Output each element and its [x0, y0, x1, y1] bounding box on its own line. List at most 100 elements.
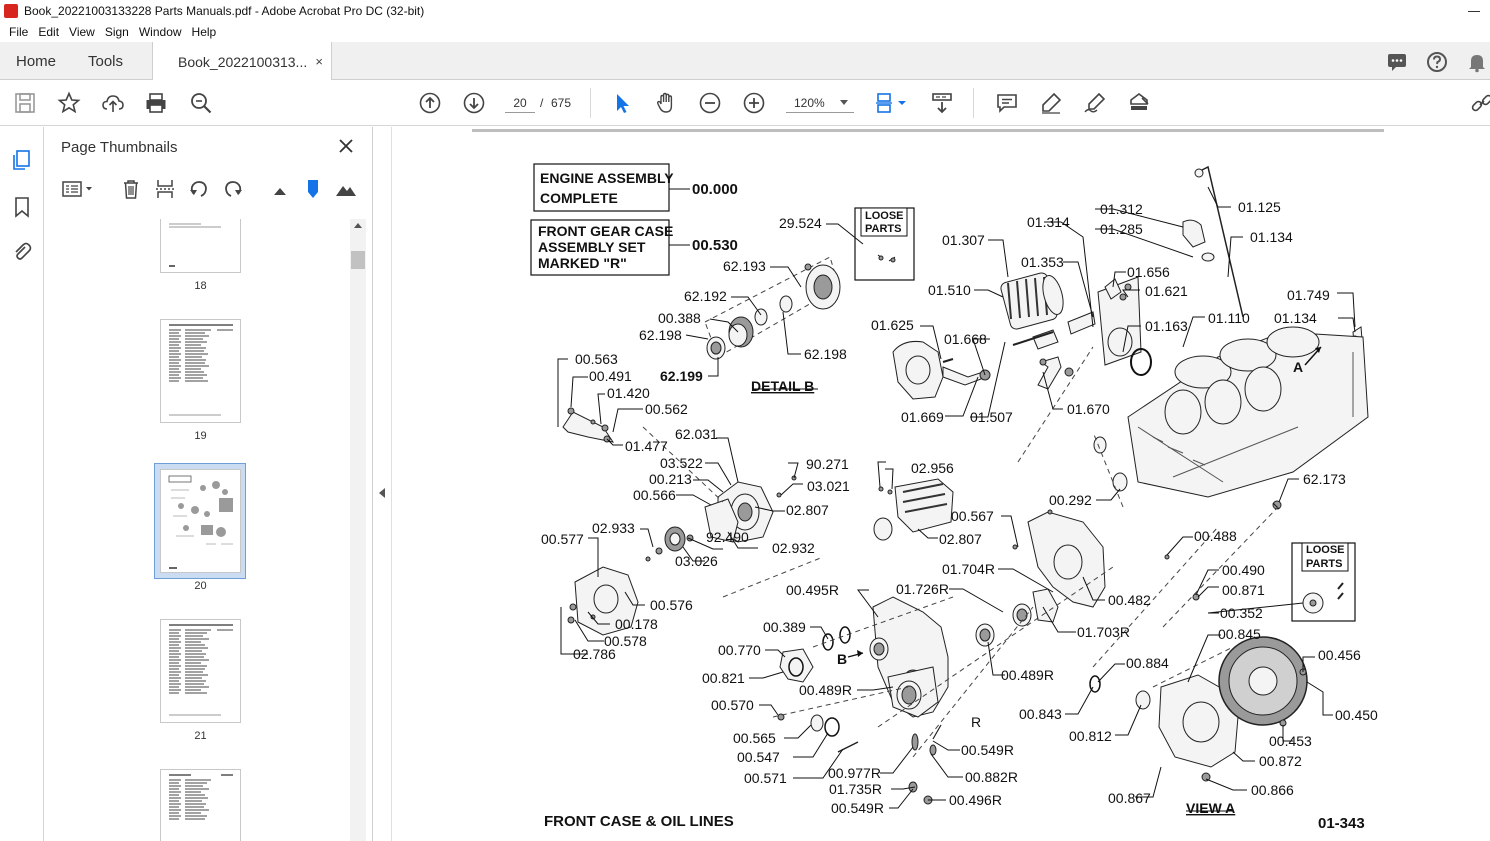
attachments-icon[interactable]	[11, 241, 33, 263]
scrolling-mode-icon[interactable]	[930, 91, 954, 115]
page-thumbnails-icon[interactable]	[11, 149, 33, 171]
engine-assembly-code: 00.000	[692, 181, 738, 198]
callout-label: 00.450	[1335, 707, 1378, 723]
callout-label: 01.704R	[942, 561, 995, 577]
callout-label: 01.703R	[1077, 624, 1130, 640]
close-panel-icon[interactable]	[337, 137, 355, 155]
callout-label: 00.866	[1251, 782, 1294, 798]
highlight-pen-icon[interactable]	[1039, 91, 1063, 115]
zoom-search-icon[interactable]	[189, 91, 213, 115]
menu-sign[interactable]: Sign	[104, 25, 129, 39]
previous-page-icon[interactable]	[418, 91, 442, 115]
help-icon[interactable]	[1426, 51, 1448, 73]
print-icon[interactable]	[144, 91, 168, 115]
callout-label: 00.213	[649, 471, 692, 487]
callout-label: 01.625	[871, 317, 914, 333]
link-icon[interactable]	[1470, 91, 1490, 115]
add-comment-icon[interactable]	[995, 91, 1019, 115]
bookmarks-icon[interactable]	[11, 196, 33, 218]
acrobat-logo-icon	[4, 4, 18, 18]
hand-tool-icon[interactable]	[654, 91, 678, 115]
callout-label: 00.490	[1222, 562, 1265, 578]
callout-label: 01.307	[942, 232, 985, 248]
save-icon[interactable]	[13, 91, 37, 115]
rotate-clockwise-icon[interactable]	[222, 178, 244, 200]
tab-tools[interactable]: Tools	[88, 42, 123, 80]
callout-label: 00.456	[1318, 647, 1361, 663]
callout-label: 01.669	[901, 409, 944, 425]
page-total: 675	[551, 96, 572, 110]
thumbnail-list[interactable]: 18 19	[45, 219, 373, 841]
callout-label: 62.192	[684, 288, 727, 304]
zoom-level-select[interactable]: 120%	[786, 93, 854, 113]
thumbnail-size-large-icon[interactable]	[335, 178, 357, 200]
callout-label: 62.199	[660, 368, 703, 384]
main-toolbar: / 675 120%	[0, 80, 1490, 126]
thumbnail-size-slider-icon[interactable]	[302, 178, 324, 200]
stamp-icon[interactable]	[1127, 91, 1151, 115]
zoom-in-icon[interactable]	[742, 91, 766, 115]
callout-label: 00.489R	[799, 682, 852, 698]
callout-label: 00.292	[1049, 492, 1092, 508]
thumbnail-scrollbar[interactable]	[350, 219, 366, 841]
draw-signature-icon[interactable]	[1083, 91, 1107, 115]
comment-icon[interactable]	[1386, 51, 1408, 73]
callout-label: 02.932	[772, 540, 815, 556]
tab-document[interactable]: Book_2022100313... ×	[152, 42, 332, 81]
scroll-up-icon[interactable]	[354, 223, 362, 228]
thumbnail-size-small-icon[interactable]	[269, 178, 291, 200]
tab-bar: Home Tools Book_2022100313... ×	[0, 42, 1490, 81]
document-view[interactable]: ENGINE ASSEMBLY COMPLETE 00.000 FRONT GE…	[393, 127, 1490, 841]
toolbar-divider	[973, 88, 974, 118]
next-page-icon[interactable]	[462, 91, 486, 115]
menu-edit[interactable]: Edit	[38, 25, 60, 39]
callout-label: 92.490	[706, 529, 749, 545]
callout-label: 00.576	[650, 597, 693, 613]
delete-page-icon[interactable]	[120, 178, 142, 200]
callout-label: 00.571	[744, 770, 787, 786]
select-cursor-icon[interactable]	[610, 91, 634, 115]
thumbnail-page-18[interactable]	[160, 219, 241, 273]
callout-label: 01.314	[1027, 214, 1070, 230]
thumbnail-options-menu[interactable]	[61, 178, 97, 200]
exploded-parts-diagram: ENGINE ASSEMBLY COMPLETE 00.000 FRONT GE…	[530, 163, 1378, 832]
zoom-out-icon[interactable]	[698, 91, 722, 115]
thumbnail-page-20[interactable]	[160, 469, 241, 573]
header-box-2-line-1: FRONT GEAR CASE	[538, 223, 673, 239]
page-edge	[472, 129, 1384, 132]
thumbnail-page-21[interactable]	[160, 619, 241, 723]
loose-parts-2-line-1: LOOSE	[1306, 544, 1345, 556]
callout-label: 01.749	[1287, 287, 1330, 303]
callout-label: 00.845	[1218, 626, 1261, 642]
page-number-input[interactable]	[505, 93, 535, 113]
menu-window[interactable]: Window	[138, 25, 182, 39]
minimize-window-button[interactable]	[1466, 3, 1482, 17]
callout-label: 90.271	[806, 456, 849, 472]
notification-bell-icon[interactable]	[1466, 51, 1488, 73]
scrollbar-thumb[interactable]	[351, 251, 365, 269]
callout-label: 00.843	[1019, 706, 1062, 722]
tab-home[interactable]: Home	[16, 42, 56, 80]
menu-help[interactable]: Help	[191, 25, 217, 39]
rotate-counterclockwise-icon[interactable]	[188, 178, 210, 200]
header-box-1-line-2: COMPLETE	[540, 190, 618, 206]
menu-file[interactable]: File	[9, 25, 29, 39]
thumbnail-page-22[interactable]	[160, 769, 241, 841]
page-display-icon[interactable]	[874, 91, 908, 115]
collapse-panel-arrow-icon[interactable]	[379, 488, 385, 498]
callout-label: 01.670	[1067, 401, 1110, 417]
page-footer-title: FRONT CASE & OIL LINES	[544, 813, 734, 830]
panel-collapse-strip[interactable]	[374, 127, 392, 841]
upload-cloud-icon[interactable]	[101, 91, 125, 115]
menu-view[interactable]: View	[69, 25, 95, 39]
extract-page-icon[interactable]	[154, 178, 176, 200]
callout-label: 00.482	[1108, 592, 1151, 608]
bookmark-star-icon[interactable]	[57, 91, 81, 115]
close-tab-icon[interactable]: ×	[315, 54, 323, 69]
callout-label: 01.353	[1021, 254, 1064, 270]
thumbnail-page-19[interactable]	[160, 319, 241, 423]
thumbnail-label: 21	[194, 730, 207, 742]
callout-label: 01.110	[1208, 310, 1250, 326]
gear-case-r-marker: R	[971, 714, 981, 730]
callout-label: 00.871	[1222, 582, 1265, 598]
